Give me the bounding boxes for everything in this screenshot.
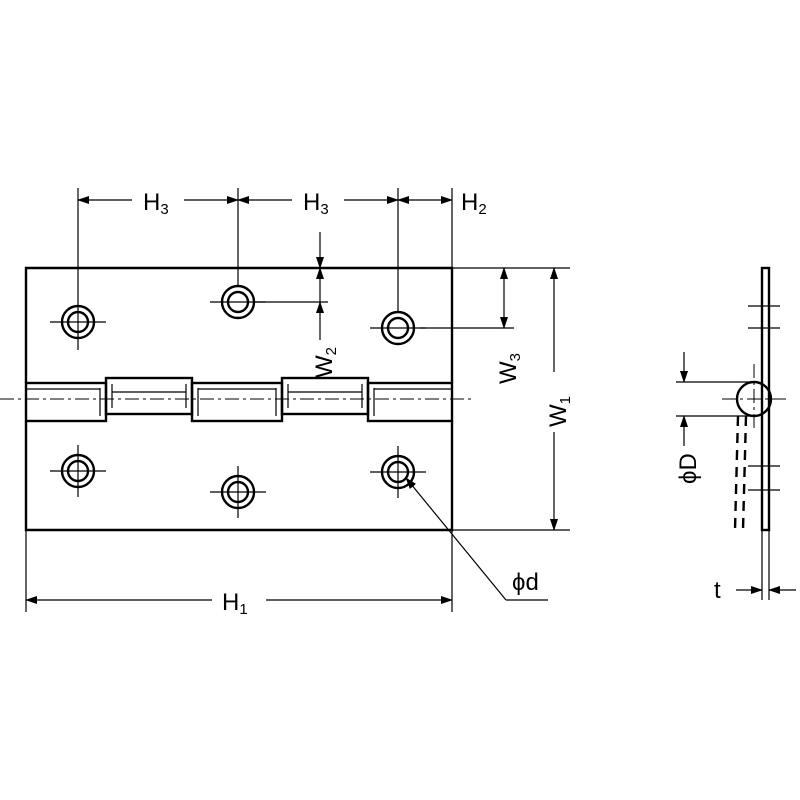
- label-h1: H1: [222, 589, 248, 618]
- label-h2: H2: [461, 189, 487, 218]
- hole-top-right: [370, 310, 426, 346]
- hole-bottom-right: [370, 446, 426, 498]
- label-t: t: [714, 577, 721, 604]
- knuckle-strip: [24, 376, 454, 423]
- label-w1: W1: [545, 396, 574, 427]
- knuckle-center-left: [104, 376, 194, 416]
- hole-bottom-left: [50, 445, 106, 497]
- knuckle-right: [366, 381, 454, 423]
- side-leaf: [760, 266, 771, 532]
- dimension-labels: H3 H3 H2 H1 W2 W3 W1 ϕd: [143, 189, 574, 618]
- hinge-side-view: ϕD t: [675, 266, 796, 604]
- hinge-front-view: [0, 266, 475, 532]
- label-phi-d: ϕd: [512, 569, 539, 596]
- label-h3-left: H3: [143, 189, 169, 218]
- dimension-lines: [25, 188, 570, 612]
- label-w2: W2: [311, 347, 340, 378]
- bent-leaf-hidden: [733, 415, 748, 531]
- top-leaf: [24, 266, 454, 383]
- hole-bottom-center: [210, 466, 266, 518]
- hole-top-left: [50, 296, 106, 350]
- mounting-holes: [50, 284, 426, 518]
- knuckle-center-right: [280, 376, 370, 416]
- label-h3-right: H3: [303, 189, 329, 218]
- label-w3: W3: [495, 353, 524, 384]
- bottom-leaf: [24, 421, 454, 532]
- label-phi-D: ϕD: [675, 453, 702, 484]
